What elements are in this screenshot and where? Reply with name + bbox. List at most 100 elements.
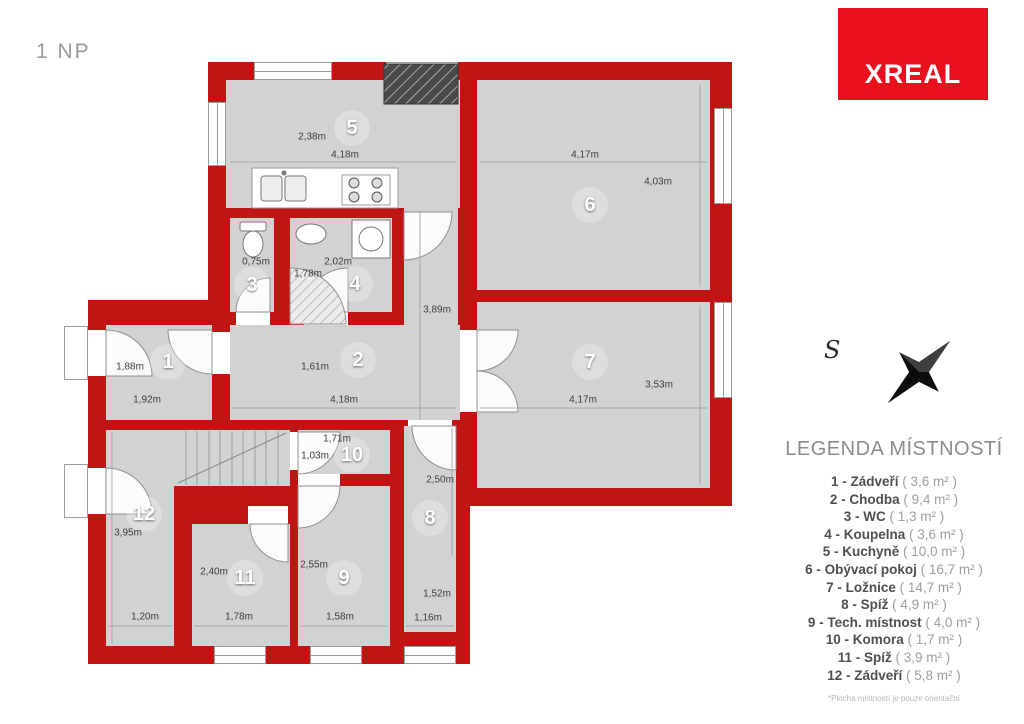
door-opening: [304, 312, 348, 325]
legend-item-label: 6 - Obývací pokoj: [805, 561, 917, 577]
legend-item-area: ( 9,4 m² ): [899, 491, 959, 507]
compass-star-icon: [888, 340, 951, 404]
legend-item-label: 10 - Komora: [825, 632, 904, 648]
dimension-label: 2,38m: [298, 131, 326, 143]
legend-item: 7 - Ložnice ( 14,7 m² ): [778, 579, 1010, 597]
legend-item-label: 12 - Zádveří: [827, 667, 903, 683]
dimension-label: 3,89m: [423, 304, 451, 316]
legend-item-area: ( 5,8 m² ): [902, 667, 961, 683]
legend-item: 8 - Spíž ( 4,9 m² ): [778, 596, 1010, 614]
dimension-label: 2,02m: [324, 256, 352, 268]
legend-item-label: 9 - Tech. místnost: [807, 614, 922, 630]
legend-item-label: 3 - WC: [843, 509, 886, 525]
door-opening: [212, 332, 230, 374]
door-opening: [236, 312, 270, 325]
dimension-label: 1,88m: [116, 361, 144, 373]
legend-items: 1 - Zádveří ( 3,6 m² )2 - Chodba ( 9,4 m…: [778, 473, 1010, 684]
dimension-label: 2,50m: [426, 474, 454, 486]
door-opening: [248, 506, 288, 524]
window: [714, 108, 732, 204]
window-line: [405, 655, 455, 656]
room-number-11: 11: [227, 560, 263, 596]
legend-item: 6 - Obývací pokoj ( 16,7 m² ): [778, 561, 1010, 579]
legend-footnote: *Plocha místností je pouze orientační: [827, 694, 961, 704]
dimension-label: 1,52m: [423, 588, 451, 600]
legend-item: 2 - Chodba ( 9,4 m² ): [778, 491, 1010, 509]
legend-item: 10 - Komora ( 1,7 m² ): [778, 631, 1010, 649]
dimension-label: 2,40m: [200, 566, 228, 578]
room-number-7: 7: [572, 344, 608, 380]
window: [214, 646, 266, 664]
legend-item-label: 8 - Spíž: [841, 597, 889, 613]
door-opening: [88, 330, 106, 376]
window-line: [217, 103, 218, 165]
dimension-label: 3,53m: [645, 379, 673, 391]
legend-item-label: 7 - Ložnice: [826, 579, 896, 595]
room-number-4: 4: [337, 266, 373, 302]
room-6: [477, 80, 710, 290]
legend-item: 4 - Koupelna ( 3,6 m² ): [778, 526, 1010, 544]
window-line: [723, 109, 724, 203]
dimension-label: 1,58m: [326, 611, 354, 623]
dimension-label: 1,71m: [323, 433, 351, 445]
legend-item-label: 5 - Kuchyně: [822, 544, 900, 560]
window-line: [387, 71, 457, 72]
room-number-2: 2: [340, 342, 376, 378]
dimension-label: 1,61m: [301, 361, 329, 373]
legend-item-area: ( 1,7 m² ): [903, 632, 963, 648]
legend-item-area: ( 3,6 m² ): [898, 474, 958, 489]
dimension-label: 4,18m: [330, 394, 358, 406]
window: [254, 62, 332, 80]
room-number-8: 8: [412, 500, 448, 536]
dimension-label: 1,03m: [301, 450, 329, 462]
legend-item-area: ( 14,7 m² ): [895, 579, 962, 595]
window: [310, 646, 362, 664]
dimension-label: 4,17m: [569, 394, 597, 406]
room-number-9: 9: [326, 560, 362, 596]
legend-item: 5 - Kuchyně ( 10,0 m² ): [778, 543, 1010, 561]
legend-item-area: ( 1,3 m² ): [885, 509, 945, 525]
legend-item-area: ( 3,6 m² ): [905, 526, 964, 542]
window: [208, 102, 226, 166]
legend-item-label: 11 - Spíž: [837, 649, 892, 665]
dimension-label: 4,17m: [571, 149, 599, 161]
room-2: [230, 325, 460, 420]
door-opening: [88, 468, 106, 514]
window-sill: [64, 464, 88, 518]
dimension-label: 1,78m: [294, 268, 322, 280]
room-number-5: 5: [334, 110, 370, 146]
compass-south-label: S: [824, 336, 841, 364]
staircase: [174, 430, 290, 486]
window: [404, 646, 456, 664]
legend-item: 9 - Tech. místnost ( 4,0 m² ): [778, 614, 1010, 632]
window: [714, 302, 732, 398]
door-opening: [298, 474, 340, 486]
dimension-label: 4,03m: [644, 176, 672, 188]
dimension-label: 2,55m: [300, 559, 328, 571]
window-line: [723, 303, 724, 397]
room-number-3: 3: [234, 267, 270, 303]
door-opening: [290, 432, 298, 470]
window-line: [215, 655, 265, 656]
legend-item: 11 - Spíž ( 3,9 m² ): [778, 649, 1010, 667]
legend-item-area: ( 4,9 m² ): [888, 597, 947, 613]
legend-item-label: 4 - Koupelna: [824, 526, 906, 542]
dimension-label: 1,92m: [133, 394, 161, 406]
room-12: [106, 430, 174, 646]
xreal-logo-text: XREAL: [864, 59, 962, 89]
room-number-6: 6: [572, 187, 608, 223]
legend-item-area: ( 10,0 m² ): [899, 544, 966, 560]
door-opening: [408, 420, 452, 426]
window: [386, 62, 458, 80]
legend-item-area: ( 4,0 m² ): [921, 614, 981, 630]
dimension-label: 4,18m: [331, 149, 359, 161]
window-sill: [64, 326, 88, 380]
page-title: 1 NP: [36, 40, 91, 63]
legend-item: 3 - WC ( 1,3 m² ): [778, 508, 1010, 526]
dimension-label: 1,16m: [414, 612, 442, 624]
legend-item-area: ( 3,9 m² ): [891, 649, 951, 665]
dimension-label: 0,75m: [242, 256, 270, 268]
legend-item-label: 2 - Chodba: [829, 491, 900, 507]
window-line: [311, 655, 361, 656]
legend-title: LEGENDA MÍSTNOSTÍ: [785, 438, 1003, 460]
